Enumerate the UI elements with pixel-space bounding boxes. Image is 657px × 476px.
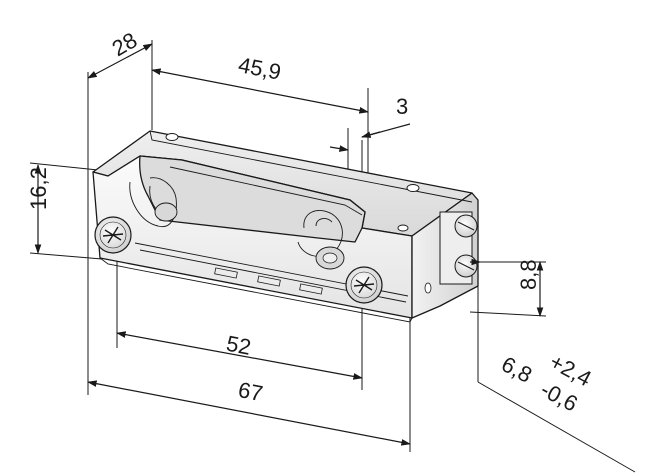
dim-line-52 xyxy=(116,331,363,380)
strike-body xyxy=(92,130,479,323)
dimension-lines xyxy=(34,43,544,446)
mounting-screw-left-icon xyxy=(94,216,132,254)
mounting-screw-right-icon xyxy=(345,266,383,304)
dim-line-45-9 xyxy=(151,68,369,114)
dim-label-67: 67 xyxy=(236,377,265,406)
dim-line-67 xyxy=(87,380,411,446)
bottom-rail xyxy=(214,267,323,295)
dim-label-16-2: 16,2 xyxy=(26,167,51,210)
terminal-block xyxy=(424,211,478,294)
dim-label-8-8: 8,8 xyxy=(516,259,541,290)
dim-label-52: 52 xyxy=(224,331,253,360)
dim-label-3: 3 xyxy=(396,94,408,119)
top-hole-left-icon xyxy=(165,133,179,141)
dim-label-6-8: 6,8 xyxy=(497,351,536,387)
dim-label-45-9: 45,9 xyxy=(236,52,283,85)
dim-line-3 xyxy=(361,123,411,138)
top-hole-right-icon xyxy=(406,184,420,192)
dim-label-28: 28 xyxy=(108,27,142,61)
dim-line-28 xyxy=(87,43,153,79)
